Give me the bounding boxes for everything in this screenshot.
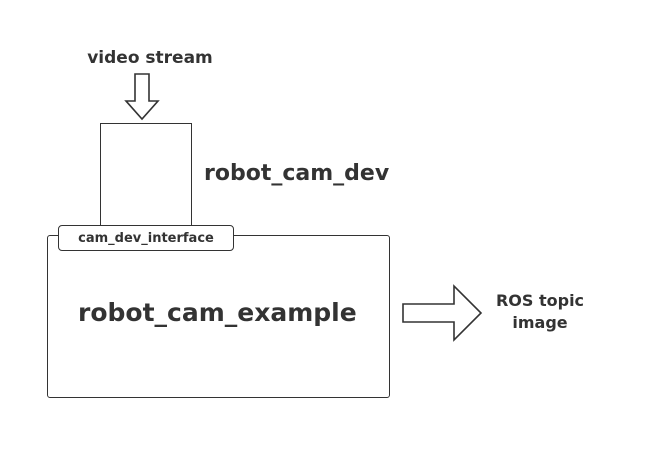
robot-cam-dev-label: robot_cam_dev bbox=[204, 161, 390, 186]
cam-dev-interface-tab: cam_dev_interface bbox=[58, 225, 234, 251]
video-stream-label: video stream bbox=[87, 48, 213, 68]
down-arrow-icon bbox=[124, 73, 160, 121]
robot-cam-example-box bbox=[47, 235, 390, 398]
right-arrow-icon bbox=[402, 284, 483, 342]
robot-cam-example-label: robot_cam_example bbox=[78, 298, 357, 327]
ros-topic-line: ROS topic bbox=[495, 291, 585, 310]
image-line: image bbox=[512, 313, 568, 332]
ros-topic-image-label: ROS topic image bbox=[470, 290, 610, 334]
robot-cam-dev-box bbox=[100, 123, 192, 239]
